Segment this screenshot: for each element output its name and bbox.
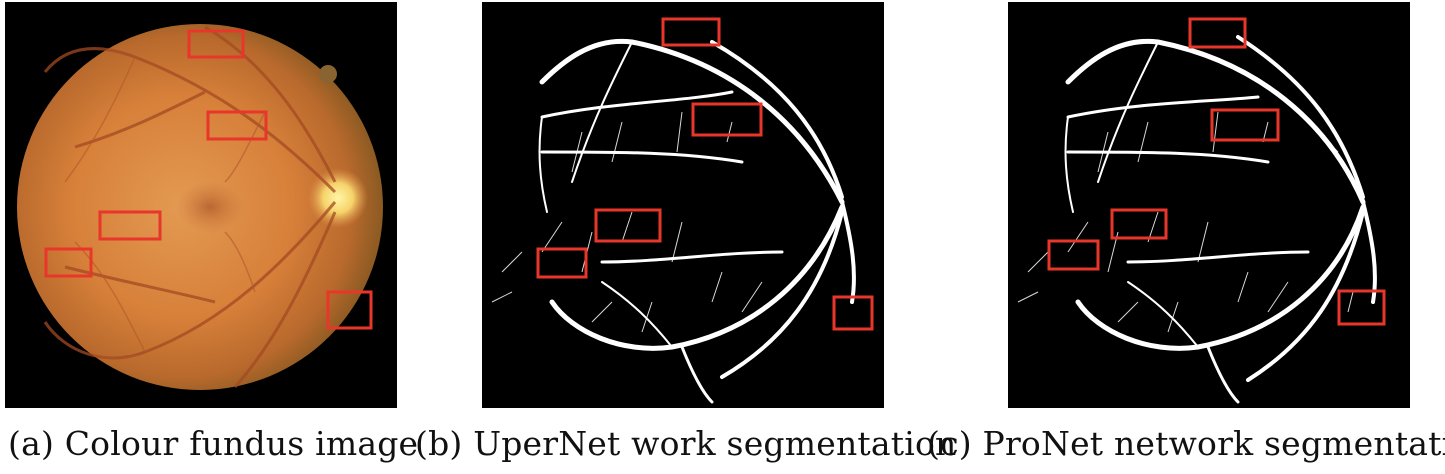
panel-a: (a) Colour fundus image	[0, 0, 418, 474]
highlight-box	[98, 210, 162, 241]
highlight-boxes-b	[536, 17, 874, 331]
highlight-box	[1337, 289, 1386, 326]
caption-a: (a) Colour fundus image	[8, 424, 419, 463]
highlight-box	[1047, 239, 1100, 271]
highlight-box	[1188, 17, 1247, 49]
highlight-box	[326, 290, 373, 330]
highlight-box	[691, 102, 763, 137]
highlight-box	[187, 29, 245, 59]
highlight-boxes-a	[44, 29, 373, 330]
highlight-box	[1110, 208, 1168, 240]
caption-b: (b) UperNet work segmentation	[415, 424, 957, 463]
highlight-box	[1210, 108, 1280, 142]
panel-c: (c) ProNet network segmentation	[927, 0, 1445, 474]
segmentation-mask-b	[482, 2, 884, 408]
highlight-box	[594, 208, 662, 243]
fundus-image	[5, 2, 397, 408]
highlight-box	[661, 17, 721, 47]
segmentation-mask-c	[1008, 2, 1410, 408]
highlight-box	[832, 295, 874, 331]
highlight-boxes-c	[1047, 17, 1386, 326]
caption-c: (c) ProNet network segmentation	[927, 424, 1445, 463]
highlight-box	[536, 247, 588, 279]
highlight-box	[44, 247, 93, 278]
highlight-box	[206, 110, 268, 141]
panel-b: (b) UperNet work segmentation	[415, 0, 956, 474]
